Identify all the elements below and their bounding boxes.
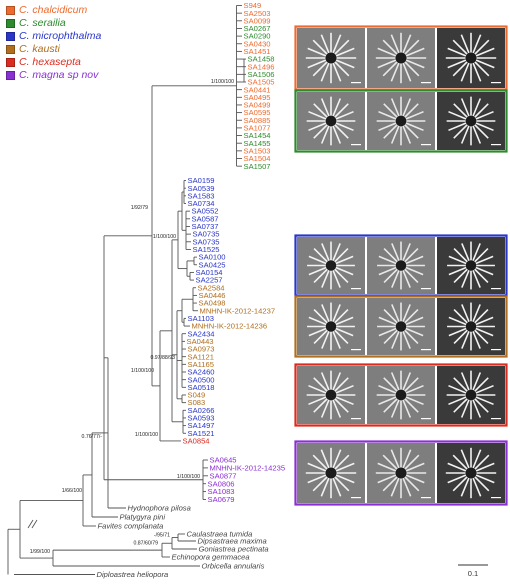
support-value: 1/66/100	[62, 488, 82, 494]
calice	[396, 260, 407, 271]
support-value: 1/100/100	[135, 432, 158, 438]
sem-panel-row	[296, 297, 507, 357]
tip-label: SA1507	[244, 162, 271, 171]
scalebar-mini	[421, 82, 431, 83]
calice	[466, 321, 477, 332]
support-value: 0.87/60/79	[133, 540, 158, 546]
tip-label: SA0679	[208, 495, 235, 504]
legend-label: C. serailia	[19, 17, 66, 30]
calice	[396, 321, 407, 332]
species-legend: C. chalcidicum C. serailia C. microphtha…	[6, 4, 101, 82]
scalebar-mini	[491, 144, 501, 145]
support-value: 0.97/88/93	[150, 355, 175, 361]
legend-swatch	[6, 58, 15, 67]
support-value: 1/100/100	[131, 368, 154, 374]
legend-swatch	[6, 19, 15, 28]
legend-swatch	[6, 45, 15, 54]
legend-swatch	[6, 71, 15, 80]
legend-label: C. microphthalma	[19, 30, 101, 43]
outgroup-label: Favites complanata	[98, 522, 164, 531]
outgroup-label: Echinopora gemmacea	[172, 553, 250, 562]
support-value: 1/92/79	[131, 205, 148, 211]
support-value: 1/100/100	[177, 474, 200, 480]
calice	[465, 467, 476, 478]
support-value: 1/100/100	[153, 234, 176, 240]
support-value: 0.76/77/-	[82, 434, 103, 440]
scalebar-mini	[421, 144, 431, 145]
outgroup-label: Platygyra pini	[120, 513, 166, 522]
legend-label: C. hexasepta	[19, 56, 81, 69]
scale-bar-label: 0.1	[468, 569, 478, 578]
legend-swatch	[6, 32, 15, 41]
legend-label: C. kausti	[19, 43, 60, 56]
calice	[396, 116, 407, 127]
scalebar-mini	[491, 349, 501, 350]
calice	[466, 116, 477, 127]
scalebar-mini	[351, 82, 361, 83]
scalebar-mini	[351, 288, 361, 289]
outgroup-label: Hydnophora pilosa	[128, 504, 191, 513]
calice	[325, 467, 336, 478]
scalebar-mini	[421, 349, 431, 350]
sem-panel-row	[296, 365, 507, 426]
scalebar-mini	[491, 497, 501, 498]
scalebar-mini	[421, 418, 431, 419]
legend-item: C. microphthalma	[6, 30, 101, 43]
calice	[465, 52, 476, 63]
outgroup-label: Orbicella annularis	[202, 562, 265, 571]
tip-labels: S949SA2503SA0099SA0267SA0290SA0430SA1451…	[97, 1, 286, 579]
scalebar-mini	[351, 418, 361, 419]
sem-panel-row	[296, 442, 507, 505]
support-value: 1/100/100	[211, 79, 234, 85]
legend-item: C. magna sp nov	[6, 69, 101, 82]
legend-item: C. serailia	[6, 17, 101, 30]
scalebar-mini	[351, 349, 361, 350]
legend-label: C. magna sp nov	[19, 69, 98, 82]
calice	[325, 52, 336, 63]
tip-label: SA0854	[183, 437, 210, 446]
calice	[396, 390, 407, 401]
scalebar-mini	[421, 497, 431, 498]
legend-item: C. chalcidicum	[6, 4, 101, 17]
outgroup-label: Diploastrea heliopora	[97, 570, 169, 579]
calice	[326, 321, 337, 332]
calice	[395, 52, 406, 63]
calice	[466, 260, 477, 271]
scalebar-mini	[351, 144, 361, 145]
legend-label: C. chalcidicum	[19, 4, 87, 17]
sem-panel-row	[296, 91, 507, 152]
legend-item: C. kausti	[6, 43, 101, 56]
scalebar-mini	[491, 288, 501, 289]
support-value: 1/99/100	[30, 549, 50, 555]
sem-panel-row	[296, 27, 507, 90]
calice	[395, 467, 406, 478]
sem-image-panels	[296, 27, 507, 505]
calice	[326, 116, 337, 127]
scale-bar: 0.1	[458, 565, 488, 578]
support-value: -/95/71	[154, 533, 170, 539]
branch-break-icon	[28, 520, 37, 528]
scalebar-mini	[491, 418, 501, 419]
calice	[466, 390, 477, 401]
legend-swatch	[6, 6, 15, 15]
scalebar-mini	[351, 497, 361, 498]
scalebar-mini	[491, 82, 501, 83]
calice	[326, 260, 337, 271]
sem-panel-row	[296, 236, 507, 296]
calice	[326, 390, 337, 401]
legend-item: C. hexasepta	[6, 56, 101, 69]
scalebar-mini	[421, 288, 431, 289]
